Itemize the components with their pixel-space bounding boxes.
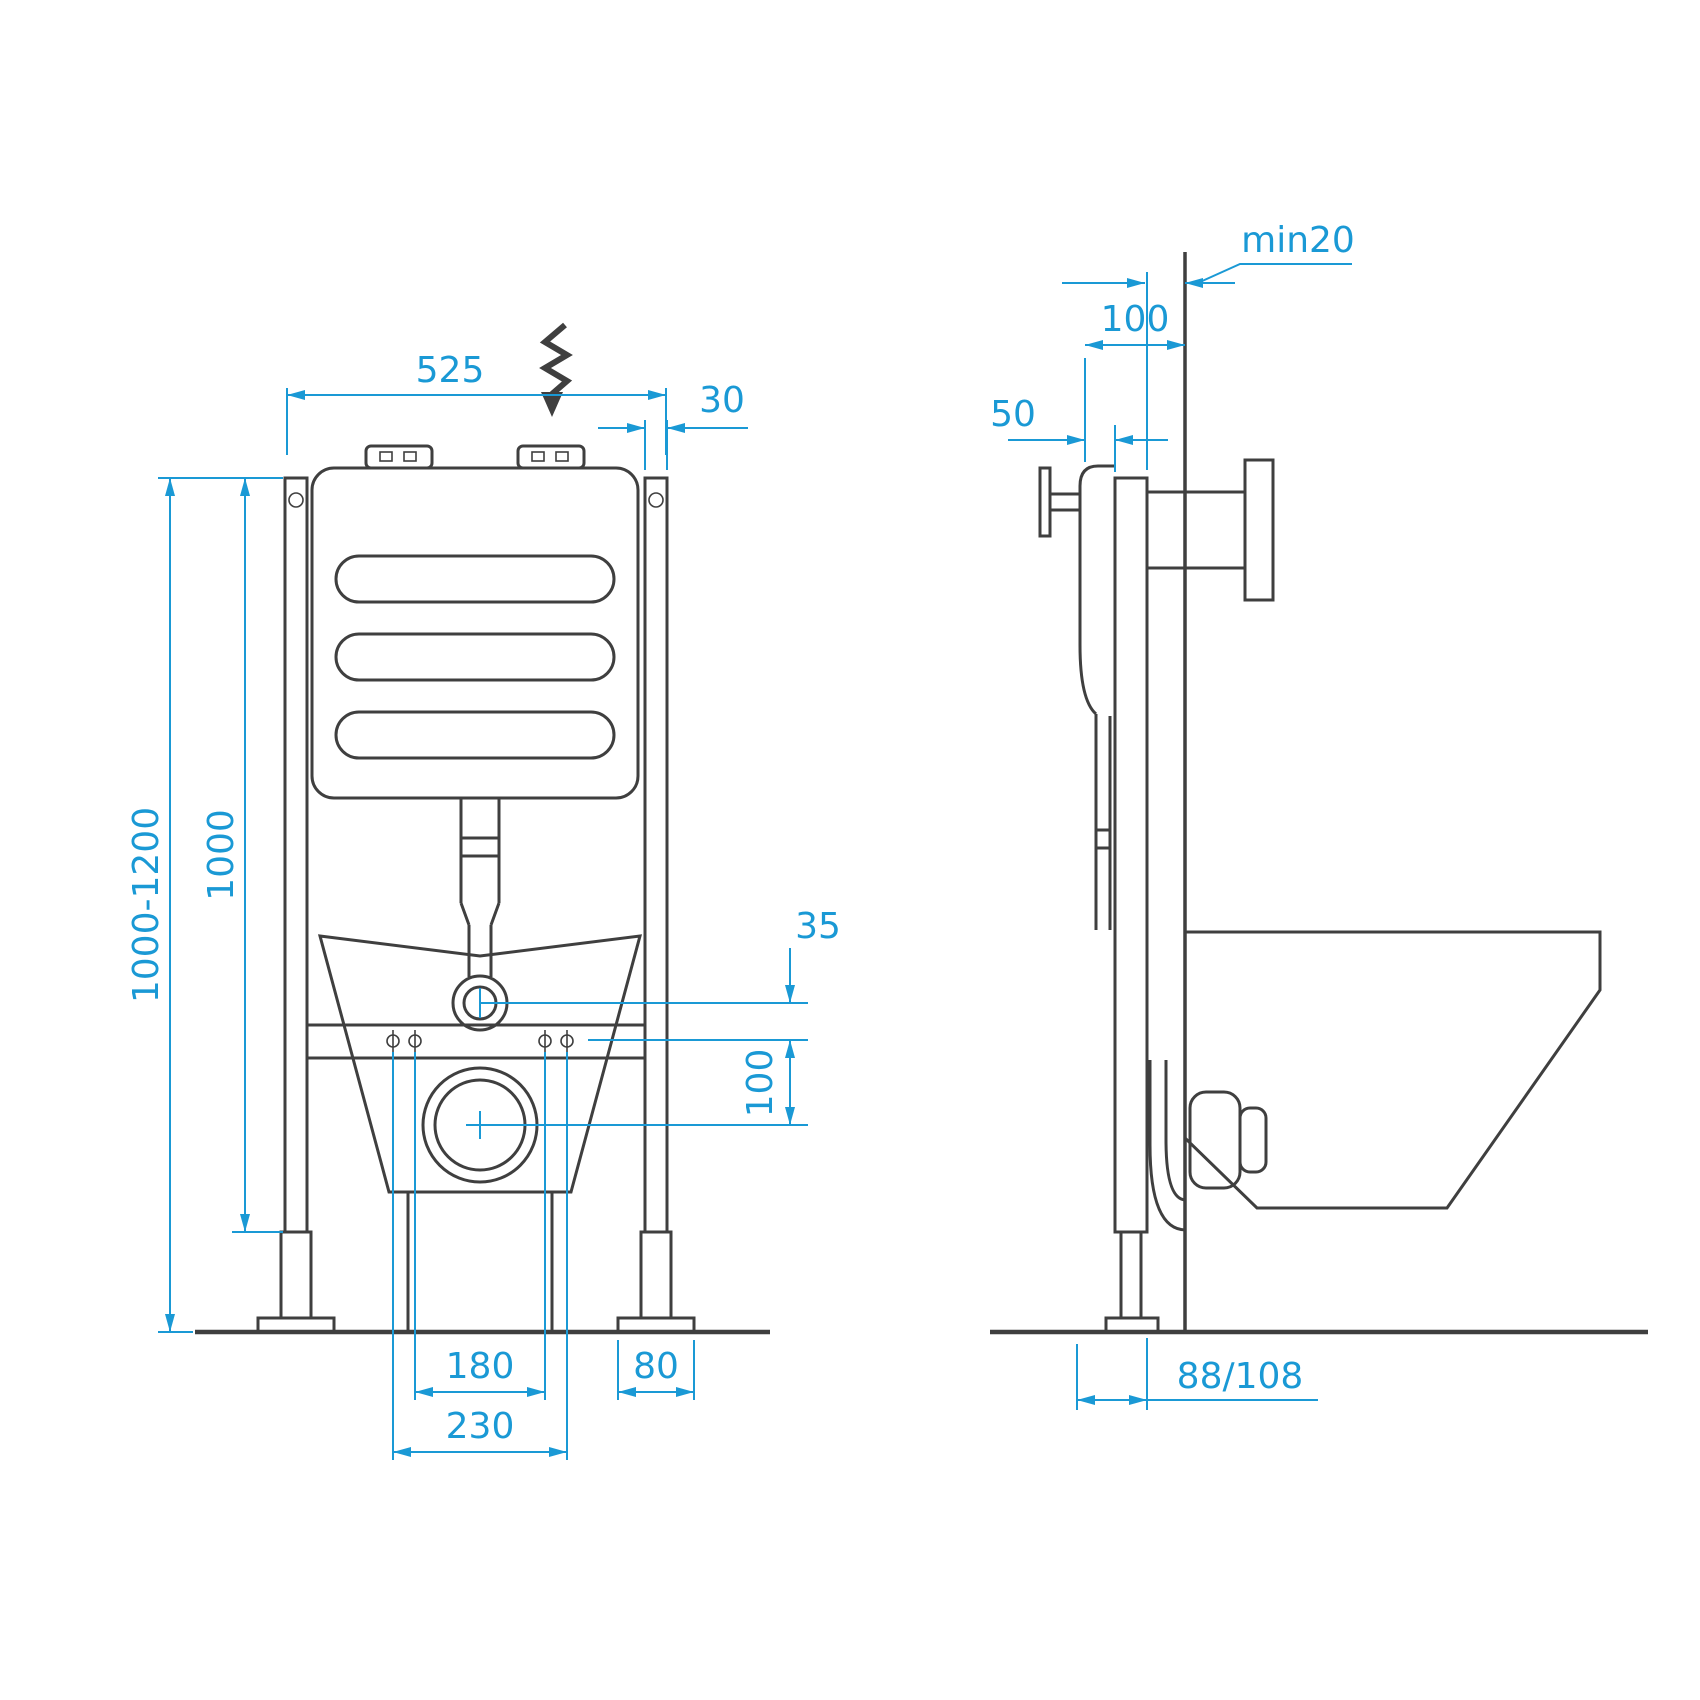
front-cistern — [310, 444, 640, 800]
dim-frame-height: 1000 — [201, 478, 283, 1233]
dim-bolt-spacing-narrow: 180 — [414, 1052, 546, 1400]
toilet-bowl-side — [1183, 930, 1602, 1210]
side-cistern — [1038, 464, 1115, 930]
dim-foot-width: 80 — [617, 1340, 695, 1400]
outlet-socket-outer — [1188, 1090, 1242, 1190]
side-view — [990, 252, 1648, 1335]
dim-overall-height: 1000-1200 — [126, 477, 283, 1333]
bracket-flange — [1243, 458, 1275, 602]
dim-label-overall-height: 1000-1200 — [126, 807, 167, 1003]
cross-bar — [305, 1023, 647, 1060]
frame-rail-left — [283, 476, 309, 1234]
dim-frame-width: 525 — [286, 350, 667, 455]
dim-bolt-spacing-wide: 230 — [392, 1052, 568, 1460]
front-bowl-bracket — [305, 934, 647, 1194]
dim-outlet-depth: 88/108 — [1076, 1338, 1318, 1410]
bracket-arm — [1145, 490, 1247, 570]
dim-outlet-drop: 100 — [466, 1040, 808, 1139]
rail-hole-left — [288, 492, 304, 508]
dim-label-flush-offset: 35 — [795, 906, 841, 947]
leg-side — [1119, 1230, 1143, 1320]
dim-cistern-offset: 50 — [990, 394, 1168, 472]
dim-label-cistern-offset: 50 — [990, 394, 1036, 435]
leg-right — [639, 1230, 673, 1320]
cistern-slot-2 — [334, 632, 616, 682]
rail-hole-right — [648, 492, 664, 508]
dim-frame-depth: 100 — [1084, 299, 1185, 462]
front-dimensions: 525 30 1000-1200 1000 35 — [126, 350, 841, 1460]
water-inlet-symbol — [539, 322, 573, 417]
dim-label-bolt-spacing-narrow: 180 — [446, 1346, 515, 1387]
waste-elbow-side — [1148, 1060, 1268, 1232]
cistern-profile — [1078, 464, 1115, 716]
bowl-support-plate — [317, 934, 643, 1194]
dim-profile-depth: 30 — [598, 380, 748, 470]
dim-label-frame-depth: 100 — [1101, 299, 1170, 340]
dim-label-bolt-spacing-wide: 230 — [446, 1406, 515, 1447]
side-dimensions: min20 100 50 88/108 — [990, 220, 1355, 1410]
frame-rail-right — [643, 476, 669, 1234]
bowl-outline — [1183, 930, 1602, 1210]
leg-left — [279, 1230, 313, 1320]
frame-rail-side — [1113, 476, 1149, 1234]
outlet-socket-inner — [1238, 1106, 1268, 1174]
dim-label-frame-width: 525 — [416, 350, 485, 391]
front-view — [195, 322, 770, 1335]
wall-bracket — [1145, 458, 1275, 602]
dim-label-wall-clearance: min20 — [1241, 220, 1355, 261]
dim-label-outlet-drop: 100 — [740, 1049, 781, 1118]
flush-actuator-rod — [1048, 492, 1082, 512]
cistern-slot-3 — [334, 710, 616, 760]
dim-label-frame-height: 1000 — [201, 809, 242, 901]
dim-label-profile-depth: 30 — [699, 380, 745, 421]
cistern-slot-1 — [334, 554, 616, 604]
dim-label-outlet-depth: 88/108 — [1177, 1356, 1304, 1397]
dim-flush-offset: 35 — [479, 906, 841, 1041]
side-frame — [1104, 476, 1160, 1334]
dim-wall-clearance: min20 — [1062, 220, 1355, 470]
dim-label-foot-width: 80 — [633, 1346, 679, 1387]
front-outlet — [406, 1066, 554, 1332]
cistern-body — [310, 466, 640, 800]
cistern-tab-left — [364, 444, 434, 470]
cistern-tab-right — [516, 444, 586, 470]
front-frame — [256, 476, 696, 1334]
